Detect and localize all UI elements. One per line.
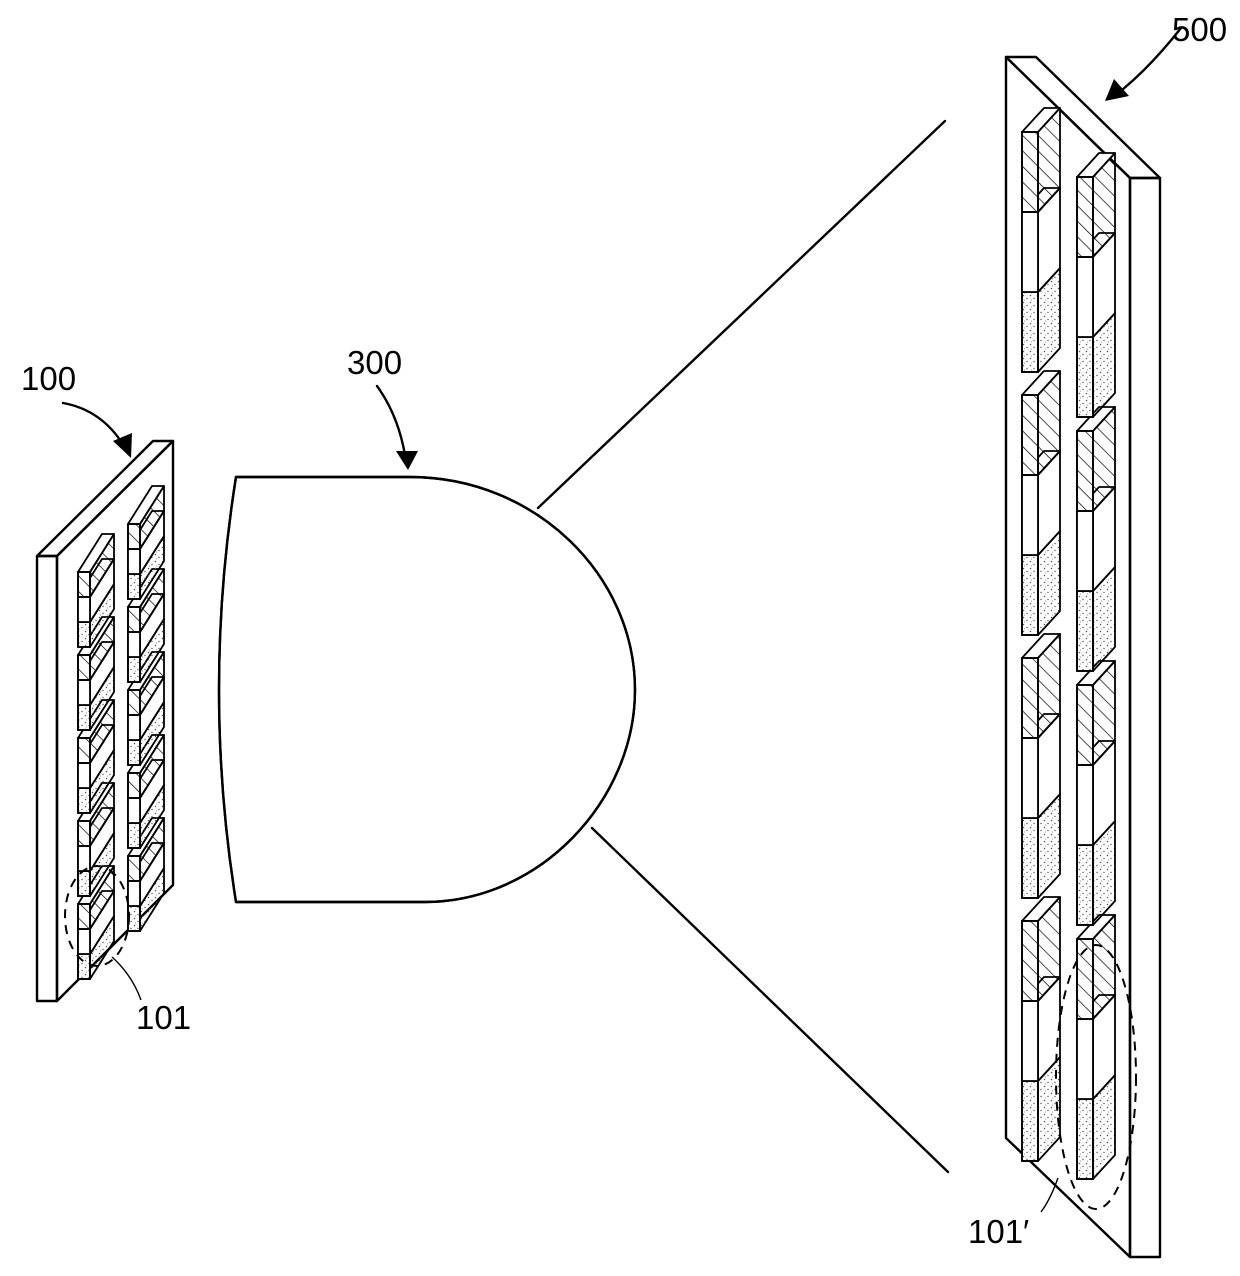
block-front-pattern [1022,1081,1038,1161]
block-front-pattern [1077,511,1093,591]
label-screen-panel: 500 [1172,11,1227,48]
block-front-pattern [1077,1019,1093,1099]
arrow-100 [63,403,124,446]
block-front-pattern [78,680,90,705]
block-front-pattern [1022,738,1038,818]
label-projected-pixel: 101′ [968,1213,1029,1250]
block-front-pattern [78,821,90,846]
block-front-pattern [1022,132,1038,212]
block-front-pattern [1022,395,1038,475]
block-front-pattern [128,715,140,740]
block-front-pattern [78,597,90,622]
block-front-pattern [1077,257,1093,337]
block-front-pattern [1077,685,1093,765]
block-front-pattern [128,657,140,682]
block-front-pattern [1077,765,1093,845]
arrowhead-300 [396,451,418,470]
block-front-pattern [1022,475,1038,555]
arrowhead-100 [113,433,132,458]
block-front-pattern [1022,921,1038,1001]
block-front-pattern [1022,212,1038,292]
block-front-pattern [128,607,140,632]
label-source-pixel: 101 [136,999,191,1036]
block-front-pattern [128,856,140,881]
label-source-panel: 100 [21,360,76,397]
block-front-pattern [128,690,140,715]
block-front-pattern [78,929,90,954]
block-front-pattern [78,846,90,871]
block-front-pattern [1022,292,1038,372]
arrow-300 [377,386,405,455]
block-front-pattern [78,655,90,680]
block-front-pattern [1077,845,1093,925]
block-front-pattern [1077,431,1093,511]
block-front-pattern [128,524,140,549]
block-front-pattern [78,871,90,896]
block-front-pattern [128,632,140,657]
block-front-pattern [128,773,140,798]
block-front-pattern [128,574,140,599]
block-front-pattern [128,798,140,823]
block-front-pattern [1077,591,1093,671]
block-front-pattern [1022,818,1038,898]
block-front-pattern [1077,337,1093,417]
block-front-pattern [78,788,90,813]
block-front-pattern [128,881,140,906]
block-front-pattern [128,823,140,848]
source-display-panel [37,441,173,1001]
block-front-pattern [1077,177,1093,257]
leader-101-prime [1041,1178,1058,1212]
lower-projection-ray [592,828,948,1172]
leader-101 [112,957,141,1000]
projection-lens [219,477,635,902]
block-front-pattern [78,904,90,929]
block-front-pattern [78,763,90,788]
block-front-pattern [1022,658,1038,738]
upper-projection-ray [538,121,945,508]
block-front-pattern [1022,1001,1038,1081]
block-front-pattern [78,622,90,647]
block-front-pattern [78,572,90,597]
block-front-pattern [1077,1099,1093,1179]
label-lens: 300 [347,344,402,381]
arrowhead-500 [1105,79,1129,101]
block-front-pattern [128,740,140,765]
block-front-pattern [128,549,140,574]
block-front-pattern [78,738,90,763]
block-front-pattern [1022,555,1038,635]
block-front-pattern [78,705,90,730]
